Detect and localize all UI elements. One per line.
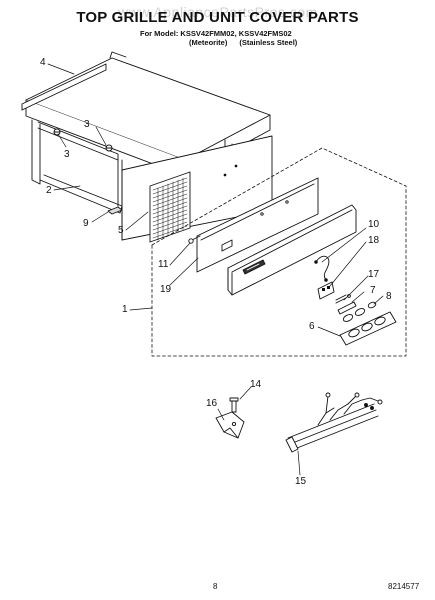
- callout-3-upper: 3: [84, 119, 90, 130]
- page-title: TOP GRILLE AND UNIT COVER PARTS: [76, 9, 359, 26]
- page-number: 8: [213, 582, 218, 591]
- model-numbers: KSSV42FMM02, KSSV42FMS02: [180, 29, 292, 38]
- model-prefix: For Model:: [140, 29, 179, 38]
- callout-18: 18: [368, 235, 380, 246]
- trim-panel-drawing: [227, 204, 357, 296]
- callout-10: 10: [368, 219, 380, 230]
- wire-10-drawing: [314, 255, 330, 282]
- wire-harness-15-drawing: [285, 392, 383, 453]
- finish-stainless: (Stainless Steel): [239, 38, 298, 47]
- callout-7: 7: [370, 285, 376, 296]
- callout-3-lower: 3: [64, 149, 70, 160]
- callout-1: 1: [122, 304, 128, 315]
- callout-11: 11: [158, 259, 169, 270]
- backing-plate-drawing: [196, 177, 319, 273]
- finish-line: (Meteorite) (Stainless Steel): [189, 38, 297, 47]
- finish-meteorite: (Meteorite): [189, 38, 228, 47]
- callout-15: 15: [295, 476, 307, 487]
- callout-17: 17: [368, 269, 380, 280]
- callout-8: 8: [386, 291, 392, 302]
- callout-9: 9: [83, 218, 89, 229]
- leader-lines: [47, 63, 384, 476]
- callout-6: 6: [309, 321, 315, 332]
- badge-6-drawing: [339, 311, 397, 346]
- unit-cover-drawing: [21, 51, 273, 241]
- callout-5: 5: [118, 225, 124, 236]
- callout-2: 2: [46, 185, 52, 196]
- watermark: www.AppliancePartsPros.com: [118, 4, 318, 20]
- callout-16: 16: [206, 398, 218, 409]
- small-parts-drawing: [335, 294, 377, 322]
- bracket-16-drawing: [215, 397, 245, 439]
- screw-11-drawing: [188, 235, 201, 244]
- model-line: For Model: KSSV42FMM02, KSSV42FMS02: [140, 29, 292, 38]
- grille-drawing: [149, 171, 191, 243]
- callout-19: 19: [160, 284, 172, 295]
- document-number: 8214577: [388, 582, 420, 591]
- callout-14: 14: [250, 379, 262, 390]
- callout-4: 4: [40, 57, 46, 68]
